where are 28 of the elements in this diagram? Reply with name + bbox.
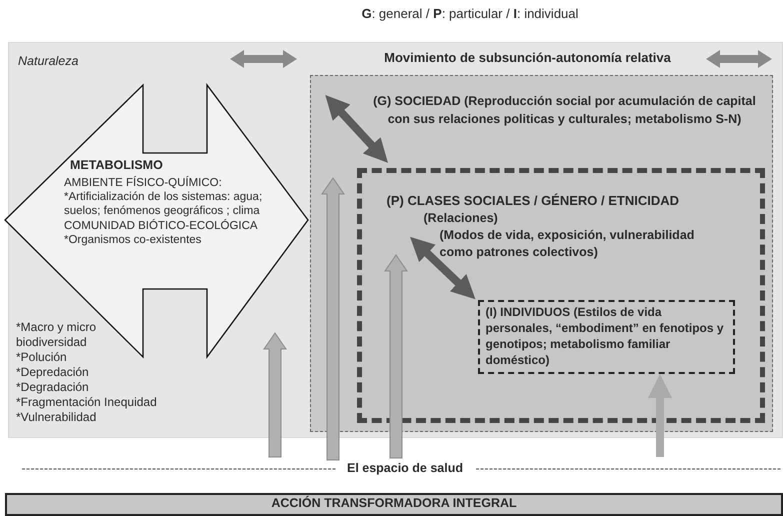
subheading: (Relaciones) [424,210,499,226]
heading: METABOLISMO [70,158,164,174]
list-item: *Vulnerabilidad [16,410,98,425]
panel-title: Naturaleza [18,54,80,70]
body-text: (Modos de vida, exposición, vulnerabilidad como patrones colectivos) [440,226,696,260]
individuals-box [478,300,734,374]
heading: (G) SOCIEDAD (Reproducción social por acumulación de capital con sus relaciones politicas y culturales; metabolismo S-N) [372,92,757,128]
heading: ACCIÓN TRANSFORMADORA INTEGRAL [270,496,518,512]
social-classes-box [356,168,764,422]
list-item: *Depredación [16,365,90,380]
body-text: COMUNIDAD BIÓTICO-ECOLÓGICA [64,219,259,233]
society-box [310,75,773,432]
body-text: *Organismos co-existentes [64,233,202,247]
list-item: *Fragmentación Inequidad [16,395,158,410]
list-item: *Degradación [16,380,90,395]
list-item: *Polución [16,350,68,365]
list-item: *Macro y micro biodiversidad [16,320,98,350]
movement-label: Movimiento de subsunción-autonomía relativa [383,50,672,66]
arrow [648,374,672,457]
health-space-label: El espacio de salud [346,461,464,477]
double-arrow [325,95,388,163]
action-bar [5,493,783,516]
body-text: AMBIENTE FÍSICO-QUÍMICO: [64,176,223,190]
heading: (I) INDIVIDUOS (Estilos de vida personales, “embodiment” en fenotipos y genotipos; metabolismo familiar doméstico) [486,304,725,368]
legend-key: G: general / P: particular / I: individual [300,6,640,22]
body-text: *Artificialización de los sistemas: agua; suelos; fenómenos geográficos ; clima [64,190,264,218]
double-arrow [410,236,476,300]
heading: (P) CLASES SOCIALES / GÉNERO / ETNICIDAD [386,192,680,209]
